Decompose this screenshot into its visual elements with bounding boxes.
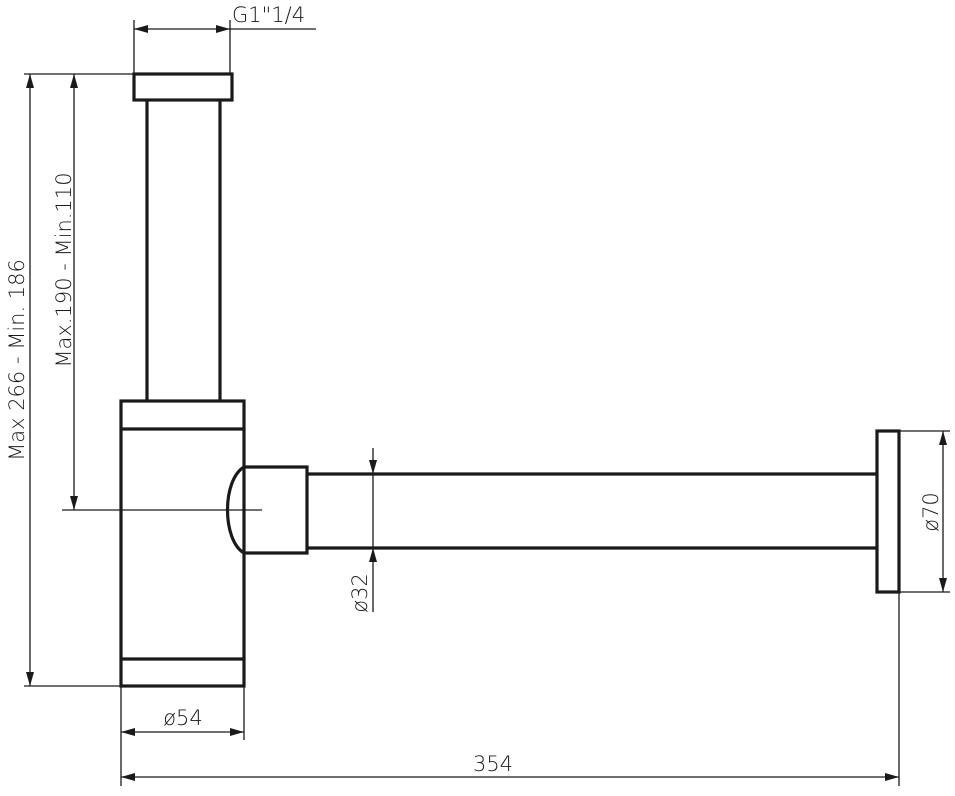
flange-diameter-label: ø70	[919, 492, 943, 532]
outlet-diameter-label: ø32	[348, 573, 372, 613]
arrow-head	[26, 74, 34, 88]
arrow-head	[939, 578, 947, 592]
inlet-height-label: Max.190 - Min.110	[52, 172, 76, 367]
flange-diameter-dimension: ø70	[899, 430, 950, 593]
trap-diameter-label: ø54	[163, 706, 203, 730]
arrow-head	[70, 496, 78, 510]
thread-dimension: G1"1/4	[133, 3, 316, 74]
outlet-diameter-dimension: ø32	[348, 448, 377, 613]
arrow-head	[134, 25, 148, 33]
top-nut	[132, 72, 234, 102]
total-height-dimension: Max 266 - Min. 186	[5, 73, 134, 687]
bottle-body	[119, 399, 246, 688]
thread-label: G1"1/4	[232, 3, 305, 27]
arrow-head	[369, 548, 377, 562]
arrow-head	[885, 773, 899, 781]
bottle-trap-part	[119, 72, 901, 688]
total-length-dimension: 354	[120, 592, 900, 786]
total-height-label: Max 266 - Min. 186	[5, 259, 29, 461]
trap-diameter-dimension: ø54	[120, 686, 245, 740]
total-length-label: 354	[473, 752, 513, 776]
arrow-head	[230, 728, 244, 736]
arrow-head	[121, 728, 135, 736]
arrow-head	[369, 460, 377, 474]
arrow-head	[121, 773, 135, 781]
inlet-height-dimension: Max.190 - Min.110	[52, 74, 262, 511]
arrow-head	[939, 431, 947, 445]
outlet-nut	[226, 465, 309, 555]
arrow-head	[70, 74, 78, 88]
arrow-head	[216, 25, 230, 33]
wall-flange	[875, 429, 901, 594]
arrow-head	[26, 672, 34, 686]
